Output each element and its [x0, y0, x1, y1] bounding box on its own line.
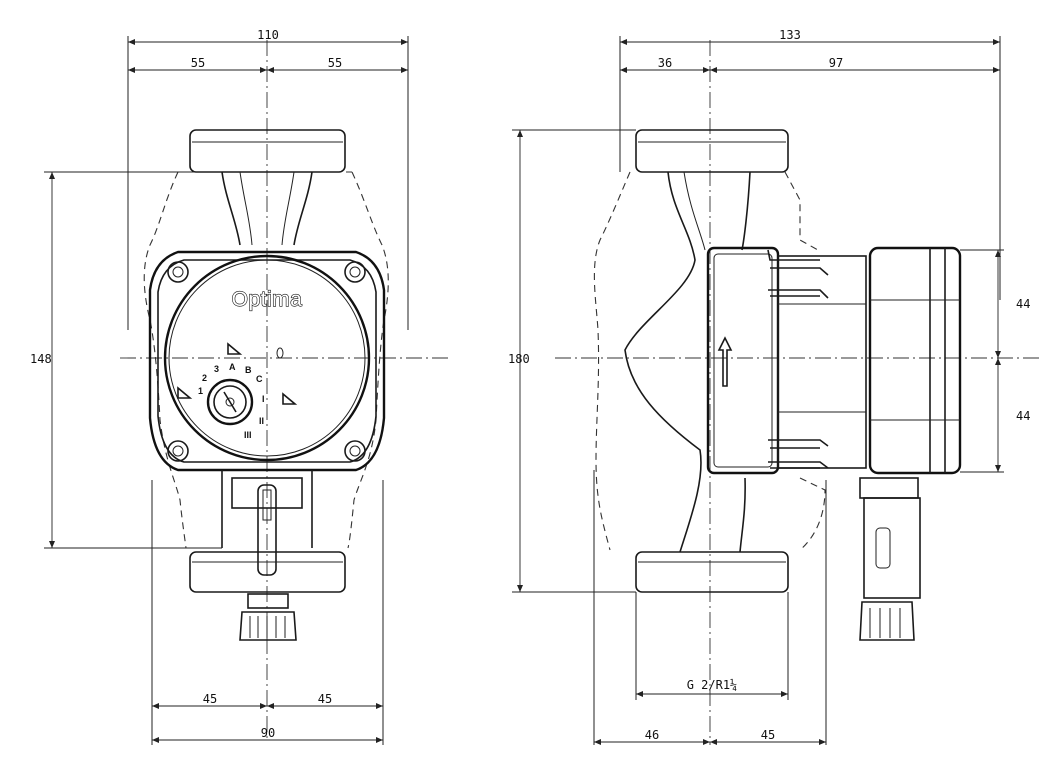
knob-mark: I [262, 394, 265, 404]
screw-icon [167, 440, 189, 462]
knob-mark: 2 [202, 373, 207, 383]
dim-overall-width: 110 [257, 28, 279, 42]
screw-icon [344, 261, 366, 283]
brand-logo: Optima [232, 288, 303, 311]
speed-selector-knob [206, 378, 254, 426]
dim-side-bottom-left: 46 [645, 728, 659, 742]
screw-icon [344, 440, 366, 462]
screw-icon [167, 261, 189, 283]
dim-thread: G 2/R1¼ [687, 678, 738, 692]
led-indicator [276, 347, 284, 359]
knob-mark: A [229, 362, 236, 372]
knob-mark: B [245, 365, 252, 375]
dim-right-half: 55 [328, 56, 342, 70]
knob-mark: 3 [214, 364, 219, 374]
knob-mark: II [259, 416, 264, 426]
front-view: Optima 1 2 3 A B C I II III [30, 28, 450, 745]
dim-lower-half: 44 [1016, 409, 1030, 423]
knob-mark: III [244, 430, 252, 440]
knob-mark: C [256, 374, 263, 384]
dim-height: 148 [30, 352, 52, 366]
dim-left-half: 55 [191, 56, 205, 70]
dim-side-height: 180 [508, 352, 530, 366]
dim-left-part: 36 [658, 56, 672, 70]
dim-bottom-width: 90 [261, 726, 275, 740]
dim-bottom-left: 45 [203, 692, 217, 706]
dim-side-width: 133 [779, 28, 801, 42]
dim-side-bottom-right: 45 [761, 728, 775, 742]
side-view: 133 36 97 180 44 44 G 2/R1¼ 46 45 [508, 28, 1040, 745]
dim-upper-half: 44 [1016, 297, 1030, 311]
knob-mark: 1 [198, 386, 203, 396]
dim-right-part: 97 [829, 56, 843, 70]
dim-bottom-right: 45 [318, 692, 332, 706]
